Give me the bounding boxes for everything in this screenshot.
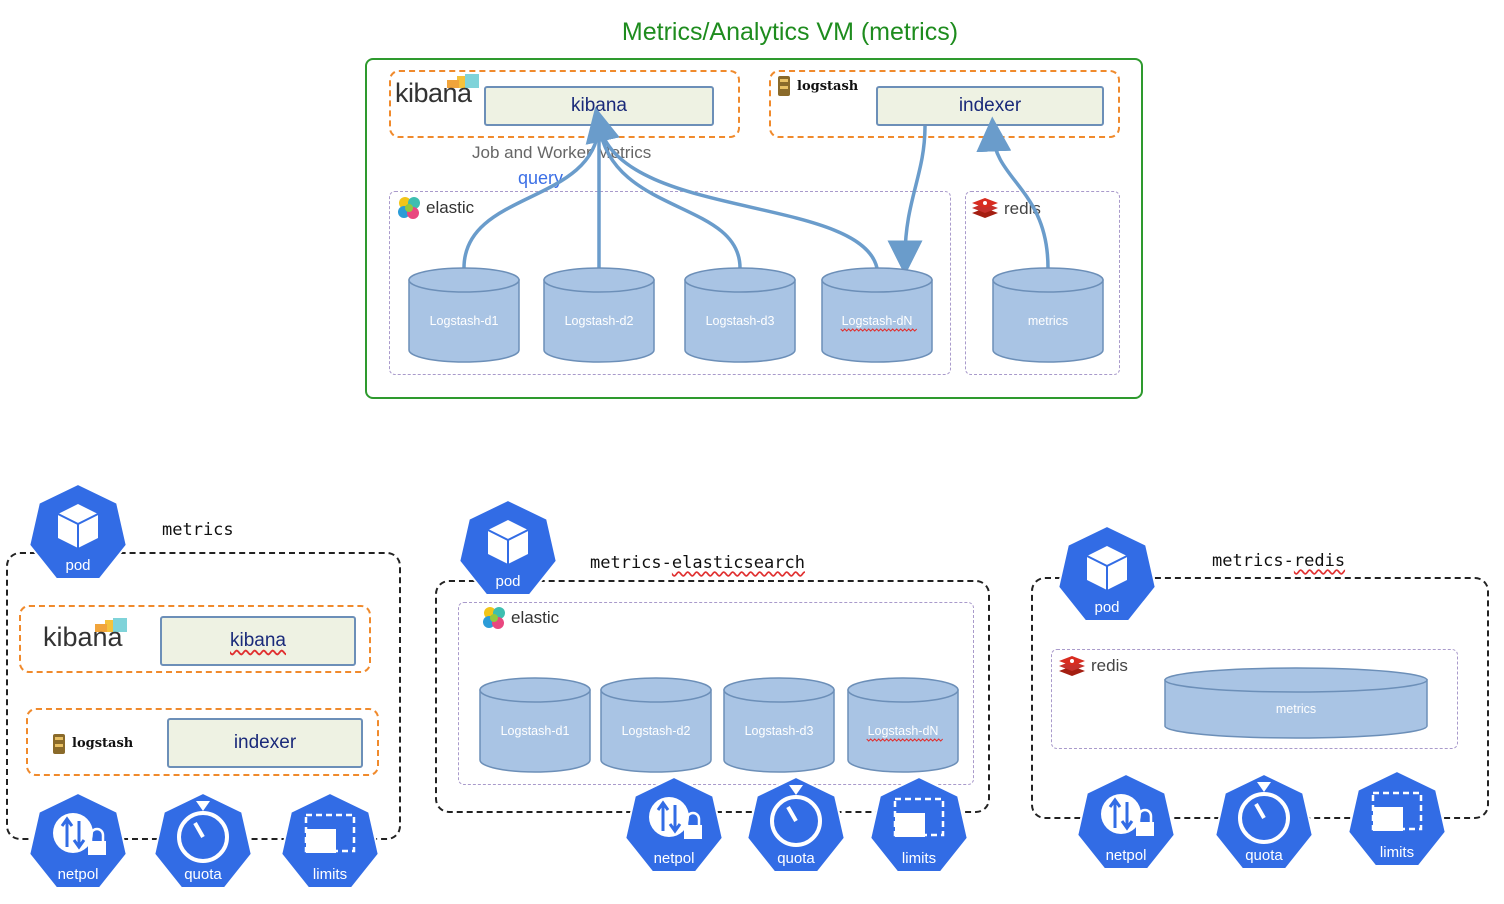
- top-store-1-label: Logstash-d1: [430, 314, 499, 328]
- pod-metrics-kibana-service: kibana: [160, 616, 356, 666]
- elastic-logo-text: elastic: [426, 198, 475, 217]
- top-store-4-top: [821, 267, 933, 293]
- kibana-logo-mark: [447, 74, 479, 88]
- elastic-logo: elastic: [396, 195, 496, 221]
- kibana-group: [389, 70, 740, 138]
- pod-elasticsearch-name-text-suffix: elasticsearch: [671, 553, 805, 573]
- top-arrows: [462, 106, 1050, 276]
- redis-group: [965, 191, 1120, 375]
- pod-metrics-indexer-service: indexer: [167, 718, 363, 768]
- top-redis-store: metrics: [992, 267, 1104, 363]
- pod-es-netpol-badge-label: netpol: [654, 850, 695, 867]
- pod-es-limits-badge-label: limits: [902, 850, 936, 867]
- logstash-log-icon: [778, 76, 790, 96]
- top-store-2: Logstash-d2: [543, 267, 655, 363]
- pod-elasticsearch-elastic-logo: elastic: [481, 605, 581, 631]
- pod-metrics-quota-badge-label: quota: [184, 866, 222, 883]
- pod-metrics-logstash-icon: [53, 734, 65, 754]
- top-store-2-label: Logstash-d2: [565, 314, 634, 328]
- pod-elasticsearch-name: metrics-elasticsearch: [590, 553, 805, 573]
- top-store-1-body: [408, 279, 520, 363]
- vm-title: Metrics/Analytics VM (metrics): [621, 18, 959, 46]
- pod-metrics-kibana-service-label: kibana: [230, 630, 286, 651]
- pod-redis-logo-icon: [1059, 656, 1085, 676]
- top-store-3-top: [684, 267, 796, 293]
- top-store-1-top: [408, 267, 520, 293]
- pod-metrics-logstash-logo: logstash: [52, 733, 142, 757]
- pod-metrics-limits-badge-label: limits: [313, 866, 347, 883]
- pod-redis-group: [1051, 649, 1458, 749]
- top-store-1: Logstash-d1: [408, 267, 520, 363]
- top-store-2-body: [543, 279, 655, 363]
- pod-redis-quota-badge-label: quota: [1245, 847, 1283, 864]
- redis-logo: redis: [970, 197, 1070, 223]
- top-redis-store-top: [992, 267, 1104, 293]
- redis-logo-icon: [972, 198, 998, 218]
- pod-metrics-name: metrics: [162, 520, 234, 540]
- top-store-4-label: Logstash-dN: [842, 314, 913, 328]
- top-store-4-body: [821, 279, 933, 363]
- top-redis-store-body: [992, 279, 1104, 363]
- top-store-3-label: Logstash-d3: [706, 314, 775, 328]
- pod-metrics-kibana-text: kibana: [43, 622, 123, 652]
- top-store-4: Logstash-dN: [821, 267, 933, 363]
- top-store-4-squiggle: [840, 328, 918, 332]
- pod-redis-netpol-badge-label: netpol: [1106, 847, 1147, 864]
- pod-redis-logo: redis: [1057, 655, 1157, 681]
- pod-elasticsearch-elastic-icon: [483, 607, 505, 629]
- top-store-3-body: [684, 279, 796, 363]
- pod-elasticsearch-elastic-text: elastic: [511, 608, 560, 627]
- arrow-d3-to-kibana: [597, 123, 742, 269]
- top-cylinders: Logstash-d1 Logstash-d2 Logstash-d3 Logstas…: [408, 267, 1104, 363]
- arrow-dN-to-kibana: [585, 106, 879, 269]
- kibana-logo: kibana: [395, 74, 485, 108]
- pod-metrics-kibana-logo: kibana: [43, 618, 133, 652]
- pod-elasticsearch-name-text: metrics-elasticsearch: [590, 553, 805, 573]
- pod-redis-name: metrics-redis: [1212, 551, 1345, 571]
- top-store-3: Logstash-d3: [684, 267, 796, 363]
- logstash-logo: logstash: [777, 75, 867, 99]
- arrow-indexer-to-dN: [887, 125, 927, 276]
- top-redis-store-label: metrics: [1028, 314, 1068, 328]
- pod-redis-logo-text: redis: [1091, 656, 1128, 675]
- arrow-d1-to-kibana: [462, 123, 601, 269]
- query-label: query: [518, 168, 564, 188]
- elastic-group: [389, 191, 951, 375]
- pod-icon: [57, 504, 99, 548]
- pod-metrics-netpol-badge-label: netpol: [58, 866, 99, 883]
- pod-redis-name-text: metrics-redis: [1212, 551, 1345, 571]
- vm-container: [365, 58, 1143, 399]
- pod-metrics-indexer-group: [26, 708, 379, 776]
- arrow-redis-to-indexer: [976, 116, 1050, 269]
- indexer-group: [769, 70, 1120, 138]
- top-store-2-top: [543, 267, 655, 293]
- pod-icon: [487, 520, 529, 564]
- pod-redis-name-text-suffix: redis: [1293, 551, 1346, 571]
- top-diagram-svg: Logstash-d1 Logstash-d2 Logstash-d3 Logstas…: [408, 106, 1104, 363]
- pod-metrics-kibana-mark: [95, 618, 127, 632]
- pod-redis-name-text-prefix: metrics-: [1212, 551, 1294, 571]
- pod-metrics-logstash-text: logstash: [72, 736, 134, 751]
- pod-es-quota-badge-label: quota: [777, 850, 815, 867]
- kibana-logo-text: kibana: [395, 78, 472, 108]
- pod-redis-limits-badge-label: limits: [1380, 844, 1414, 861]
- pod-metrics-kibana-group: [19, 605, 371, 673]
- elastic-logo-icon: [398, 197, 420, 219]
- logstash-logo-text: logstash: [797, 79, 859, 94]
- pod-metrics-box: [6, 552, 401, 840]
- pod-elasticsearch-name-text-prefix: metrics-: [590, 553, 672, 573]
